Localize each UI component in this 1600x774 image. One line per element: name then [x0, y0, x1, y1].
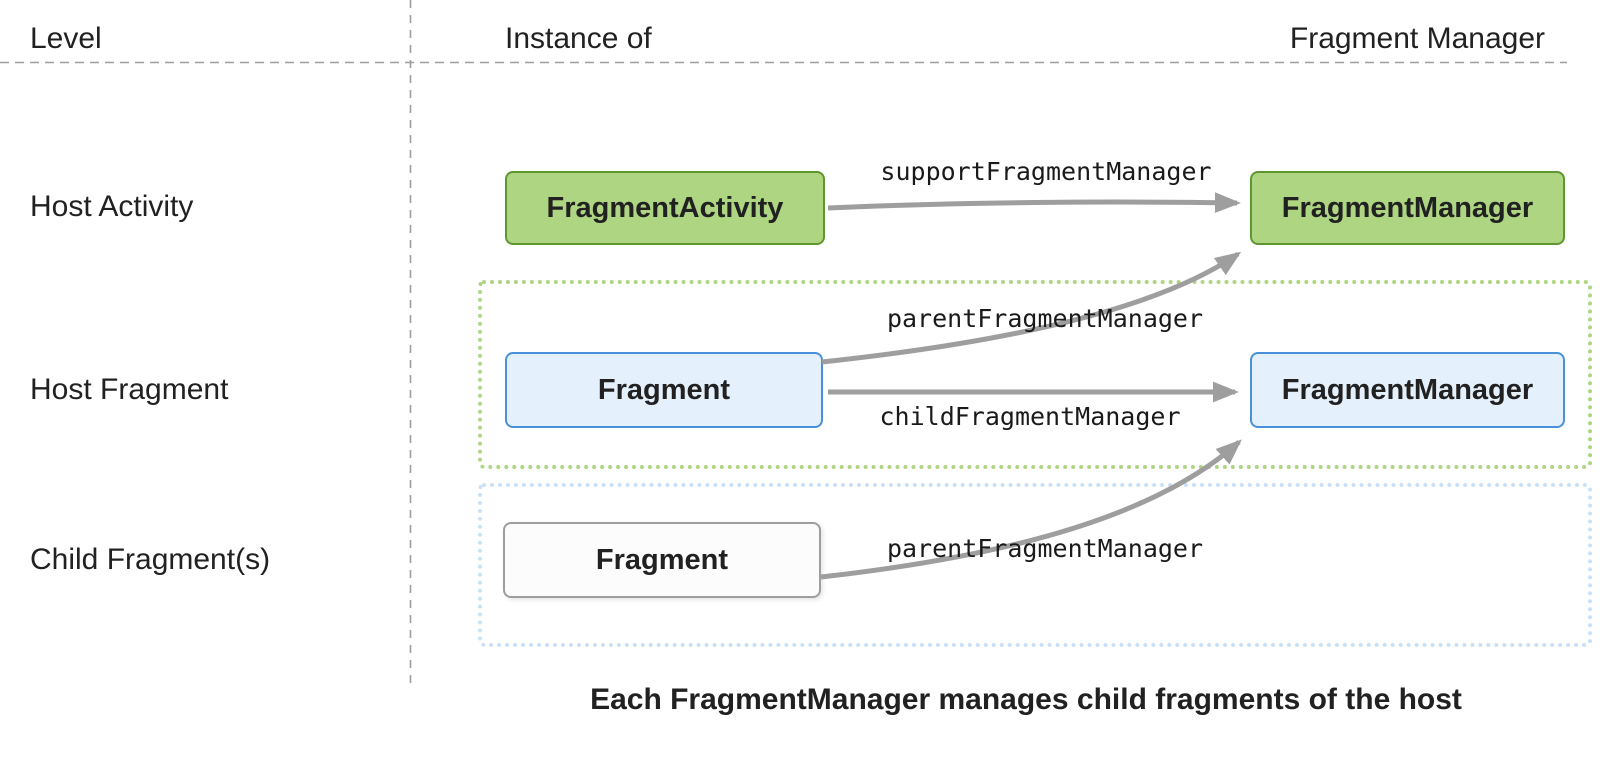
- fragment-box-child: Fragment: [503, 522, 821, 598]
- fragment-activity-box-label: FragmentActivity: [546, 191, 784, 224]
- fragment-manager-box-activity-level: FragmentManager: [1250, 171, 1565, 245]
- caption: Each FragmentManager manages child fragm…: [590, 683, 1462, 716]
- column-header-fragment-manager: Fragment Manager: [1289, 22, 1545, 55]
- support-fragment-manager-label: supportFragmentManager: [880, 157, 1212, 186]
- row-label-host-fragment: Host Fragment: [30, 373, 229, 406]
- fragment-box-child-label: Fragment: [595, 543, 729, 576]
- row-label-host-activity: Host Activity: [30, 190, 194, 223]
- row-label-child-fragments: Child Fragment(s): [30, 543, 271, 576]
- parent-fragment-manager-label-host: parentFragmentManager: [886, 304, 1204, 333]
- fragment-box-host: Fragment: [505, 352, 823, 428]
- fragment-activity-box: FragmentActivity: [505, 171, 825, 245]
- column-header-level: Level: [30, 22, 102, 55]
- column-header-instance-of: Instance of: [505, 22, 652, 55]
- fragment-box-host-label: Fragment: [597, 373, 731, 406]
- fragment-manager-fragment-label: FragmentManager: [1281, 373, 1534, 406]
- parent-fragment-manager-label-child: parentFragmentManager: [886, 534, 1204, 563]
- support-fragment-manager-arrow: [827, 192, 1241, 214]
- fragment-manager-activity-label: FragmentManager: [1281, 191, 1534, 224]
- fragment-manager-box-fragment-level: FragmentManager: [1250, 352, 1565, 428]
- child-fragment-manager-label: childFragmentManager: [879, 402, 1181, 431]
